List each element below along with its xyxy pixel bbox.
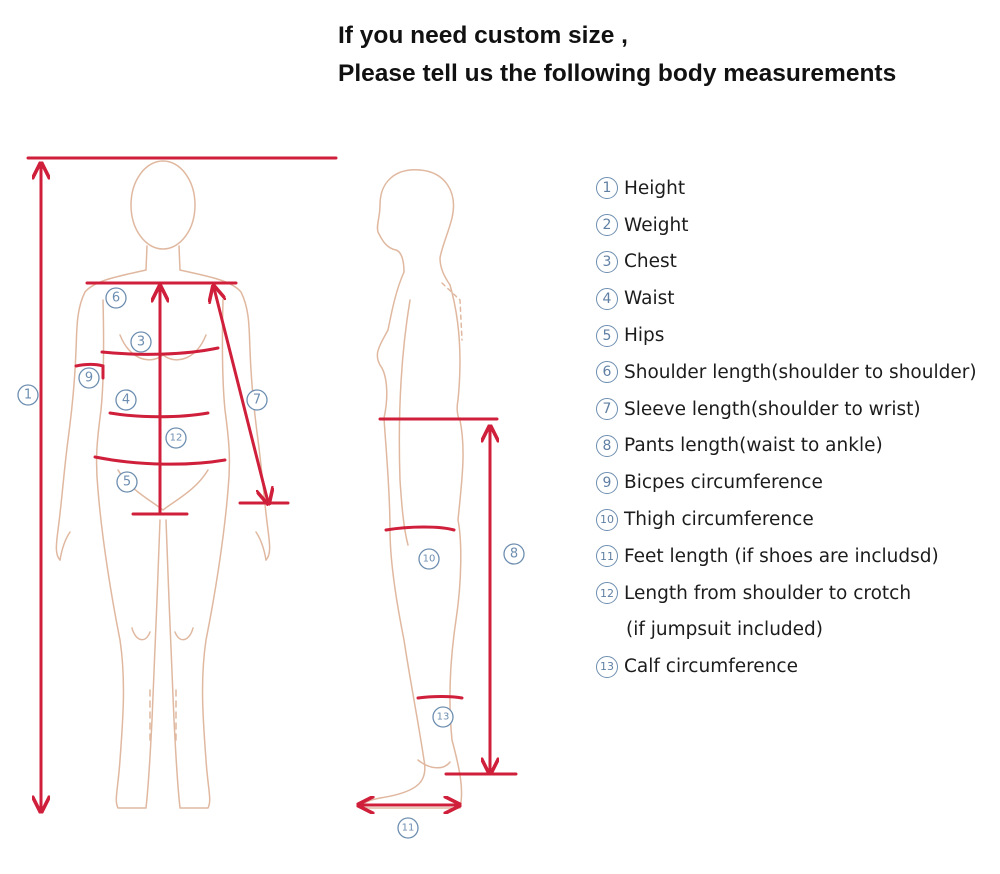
legend-item: 3 Chest [596, 244, 977, 281]
marker-4: 4 [115, 389, 137, 411]
legend-label: Calf circumference [624, 656, 798, 678]
legend-item-continuation: (if jumpsuit included) [596, 612, 977, 649]
legend-item: 10 Thigh circumference [596, 501, 977, 538]
legend-item: 6 Shoulder length(shoulder to shoulder) [596, 354, 977, 391]
biceps-line [74, 363, 105, 380]
legend-number: 8 [596, 434, 618, 457]
svg-text:9: 9 [85, 371, 93, 386]
legend-number: 10 [596, 508, 618, 531]
legend-label: (if jumpsuit included) [626, 619, 824, 641]
legend-label: Thigh circumference [624, 509, 814, 531]
legend-number: 9 [596, 471, 618, 494]
legend-label: Hips [624, 325, 665, 347]
heading-line-1: If you need custom size , [338, 22, 628, 49]
measurement-lines [26, 156, 518, 810]
legend-label: Waist [624, 288, 675, 310]
svg-text:3: 3 [137, 335, 145, 350]
legend-label: Sleeve length(shoulder to wrist) [624, 398, 921, 420]
marker-1: 1 [17, 384, 39, 406]
legend-item: 11 Feet length (if shoes are includsd) [596, 538, 977, 575]
legend-label: Length from shoulder to crotch [624, 582, 912, 604]
legend-item: 2 Weight [596, 207, 977, 244]
legend-number: 6 [596, 361, 618, 384]
svg-text:1: 1 [24, 388, 32, 403]
legend-item: 7 Sleeve length(shoulder to wrist) [596, 391, 977, 428]
legend-item: 13 Calf circumference [596, 648, 977, 685]
front-body-figure [55, 160, 271, 809]
svg-text:13: 13 [437, 712, 450, 723]
legend-label: Chest [624, 251, 677, 273]
marker-5: 5 [116, 471, 138, 493]
legend-number: 12 [596, 582, 618, 605]
legend-label: Pants length(waist to ankle) [624, 435, 883, 457]
legend-number: 2 [596, 214, 618, 237]
legend-number: 5 [596, 324, 618, 347]
legend-item: 9 Bicpes circumference [596, 464, 977, 501]
legend-number: 13 [596, 655, 618, 678]
legend-label: Height [624, 177, 686, 199]
marker-8: 8 [503, 543, 525, 565]
marker-13: 13 [432, 706, 454, 728]
legend-item: 1 Height [596, 170, 977, 207]
heading-line-2: Please tell us the following body measur… [338, 60, 897, 87]
waist-line [108, 411, 210, 419]
legend-number: 1 [596, 177, 618, 200]
sleeve-arrow [214, 288, 268, 502]
legend-number: 7 [596, 398, 618, 421]
marker-12: 12 [165, 427, 187, 449]
marker-11: 11 [397, 817, 419, 839]
legend-item: 5 Hips [596, 317, 977, 354]
measurement-legend: 1 Height 2 Weight 3 Chest 4 Waist 5 Hips 6 Sho… [596, 170, 977, 685]
svg-text:11: 11 [402, 823, 415, 834]
figure-markers: 1 3 4 5 6 7 8 9 10 11 12 13 [17, 287, 525, 839]
marker-7: 7 [246, 389, 268, 411]
svg-text:12: 12 [170, 433, 183, 444]
svg-text:5: 5 [123, 475, 131, 490]
legend-label: Shoulder length(shoulder to shoulder) [624, 361, 977, 383]
svg-text:10: 10 [423, 554, 436, 565]
calf-line [416, 695, 464, 700]
svg-text:6: 6 [112, 291, 120, 306]
svg-text:4: 4 [122, 393, 130, 408]
legend-number: 11 [596, 545, 618, 568]
marker-10: 10 [418, 548, 440, 570]
marker-6: 6 [105, 287, 127, 309]
marker-3: 3 [130, 331, 152, 353]
svg-text:8: 8 [510, 547, 518, 562]
svg-text:7: 7 [253, 393, 261, 408]
legend-label: Weight [624, 214, 689, 236]
legend-label: Feet length (if shoes are includsd) [624, 545, 939, 567]
marker-9: 9 [78, 367, 100, 389]
legend-item: 8 Pants length(waist to ankle) [596, 428, 977, 465]
legend-item: 12 Length from shoulder to crotch [596, 575, 977, 612]
legend-label: Bicpes circumference [624, 472, 823, 494]
legend-number: 3 [596, 250, 618, 273]
thigh-line [384, 525, 456, 532]
legend-number: 4 [596, 287, 618, 310]
legend-item: 4 Waist [596, 280, 977, 317]
